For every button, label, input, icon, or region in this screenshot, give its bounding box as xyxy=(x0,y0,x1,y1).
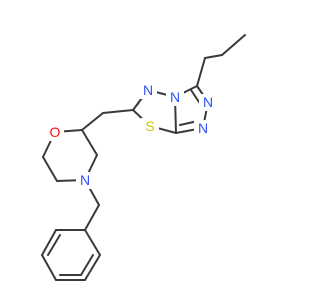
bond-ar-5 xyxy=(41,229,57,256)
bond-c6m-c5m xyxy=(42,156,58,182)
bond-c3m-c2 xyxy=(81,129,98,156)
molecule-canvas: O N S N N N N xyxy=(41,34,246,281)
bond-layer xyxy=(41,34,246,281)
triazole-nitrogen-lower-label: N xyxy=(198,120,208,136)
atom-label-layer: O N S N N N N xyxy=(46,82,217,189)
bridgehead-nitrogen-label: N xyxy=(170,89,180,105)
bond-ar-inner-1 xyxy=(80,254,94,276)
oxygen-atom-label: O xyxy=(50,124,61,140)
bond-ch2-c2 xyxy=(81,112,104,131)
bond-ar-4 xyxy=(41,254,57,281)
morpholine-nitrogen-label: N xyxy=(80,172,90,188)
bond-ar-inner-2 xyxy=(47,234,61,256)
bond-ar-1 xyxy=(84,229,101,256)
thiadiazole-nitrogen-label: N xyxy=(143,82,153,98)
bond-propyl-1 xyxy=(221,34,246,56)
bond-propyl-2 xyxy=(204,54,223,59)
bond-c6-ch2 xyxy=(102,109,134,114)
structure-drawing: O N S N N N N xyxy=(41,34,246,281)
triazole-nitrogen-right-label: N xyxy=(203,94,213,110)
bond-ch2b-ipso xyxy=(84,204,100,231)
bond-propyl-3 xyxy=(196,57,206,87)
sulfur-atom-label: S xyxy=(145,118,154,134)
bond-ar-2 xyxy=(84,254,101,281)
